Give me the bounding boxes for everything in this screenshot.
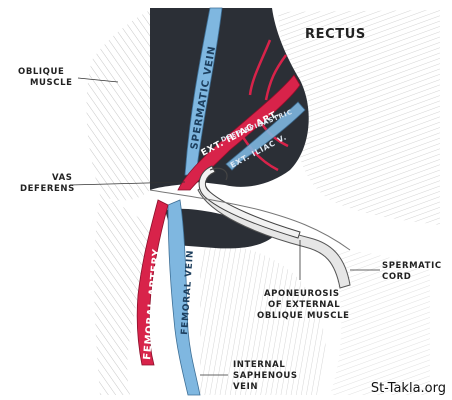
saphenous-label-line3: VEIN: [233, 382, 258, 392]
thigh-muscle-region: [200, 246, 430, 395]
oblique-muscle-region: [86, 8, 152, 395]
spermatic-cord-label-line1: SPERMATIC: [382, 261, 442, 271]
rectus-muscle-region: [278, 10, 440, 225]
vas-deferens-label-line2: DEFERENS: [20, 184, 75, 194]
watermark: St-Takla.org: [371, 381, 446, 396]
inguinal-ligament-line: [149, 189, 351, 251]
oblique-muscle-label-line2: MUSCLE: [30, 78, 73, 88]
rectus-label: RECTUS: [305, 27, 366, 42]
oblique-muscle-label-line1: OBLIQUE: [18, 67, 64, 77]
external-iliac-vein: [225, 101, 306, 171]
cord-ring: [209, 167, 228, 181]
spermatic-cord-label-line2: CORD: [382, 272, 411, 282]
aponeurosis-label-line1: APONEUROSIS: [264, 289, 340, 299]
leader-lines: [69, 77, 380, 376]
femoral-artery: [136, 199, 169, 366]
aponeurosis-label-line3: OBLIQUE MUSCLE: [257, 311, 350, 321]
saphenous-label-line2: SAPHENOUS: [233, 371, 298, 381]
saphenous-label-line1: INTERNAL: [233, 360, 285, 370]
vas-deferens: [198, 165, 301, 239]
femoral-vein: [167, 199, 201, 396]
artery-branches: [238, 39, 289, 172]
external-iliac-artery: [177, 74, 301, 191]
vas-deferens-label-line1: VAS: [52, 173, 73, 183]
aponeurosis-label-line2: OF EXTERNAL: [268, 300, 340, 310]
femoral-ring-dark-region: [165, 208, 275, 249]
